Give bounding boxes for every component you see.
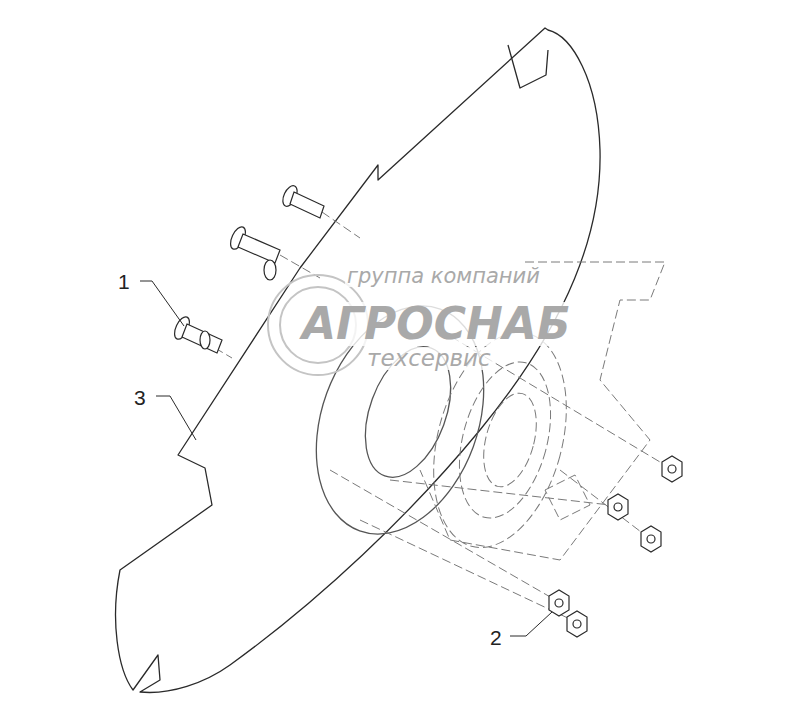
watermark-text: группа компаний (345, 266, 542, 287)
callout-number: 3 (132, 386, 148, 409)
watermark-text: АГРОСНАБ (300, 302, 572, 346)
callout-number: 1 (116, 270, 132, 293)
watermark-text: техсервис (365, 347, 493, 370)
callout-number: 2 (488, 626, 504, 649)
